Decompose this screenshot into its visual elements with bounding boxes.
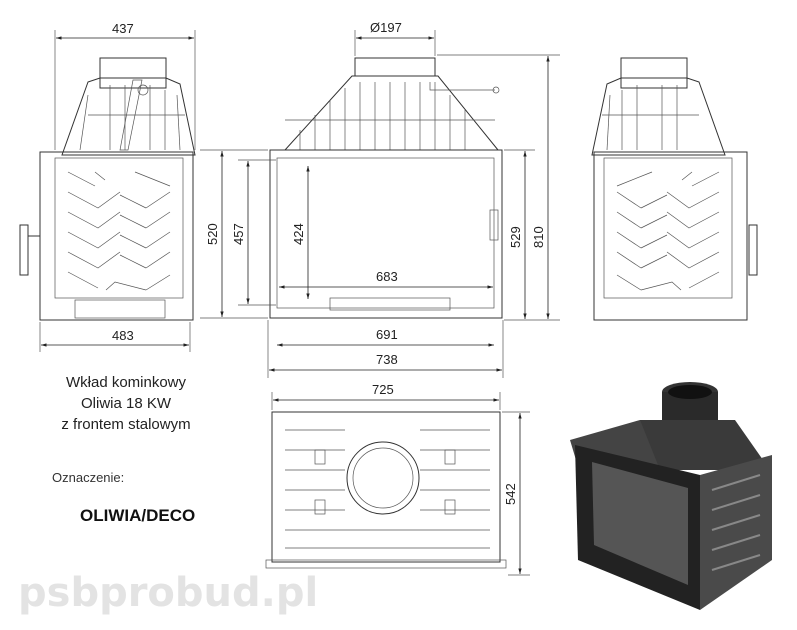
product-variant: z frontem stalowym — [61, 416, 191, 433]
dim-691: 691 — [376, 327, 398, 342]
fireplace-3d-render — [570, 382, 772, 610]
watermark: psbprobud.pl — [18, 570, 318, 616]
dim-810: 810 — [531, 226, 546, 248]
product-type: Wkład kominkowy — [65, 374, 187, 391]
designation-code: OLIWIA/DECO — [80, 506, 196, 525]
dim-424: 424 — [291, 223, 306, 245]
designation-label: Oznaczenie: — [52, 470, 125, 485]
dim-520: 520 — [205, 223, 220, 245]
dim-457: 457 — [231, 223, 246, 245]
product-model: Oliwia 18 KW — [80, 395, 172, 412]
left-side-view — [19, 30, 196, 352]
dim-725: 725 — [372, 382, 394, 397]
dim-683: 683 — [376, 269, 398, 284]
top-view — [265, 392, 530, 576]
front-view — [200, 30, 560, 378]
dim-483: 483 — [112, 328, 134, 343]
dim-542: 542 — [503, 483, 518, 505]
dim-437: 437 — [112, 21, 134, 36]
dim-738: 738 — [376, 352, 398, 367]
dim-flue-diameter: Ø197 — [370, 20, 402, 35]
dim-529: 529 — [508, 226, 523, 248]
right-side-view — [591, 57, 758, 321]
